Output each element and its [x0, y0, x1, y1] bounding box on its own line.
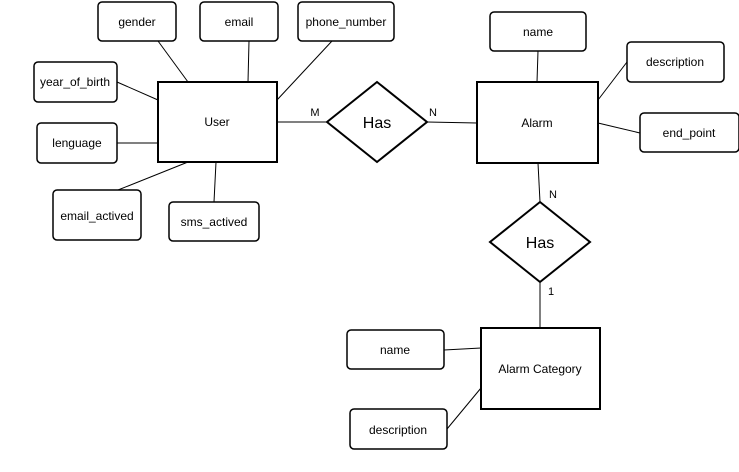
link-user-email-actived	[117, 161, 189, 191]
link-alarm-has	[537, 162, 541, 203]
attribute-phone-number: phone_number	[297, 1, 395, 42]
relationship-label: Has	[363, 115, 391, 132]
attribute-label: email	[225, 15, 254, 29]
attribute-alarm-description: description	[626, 41, 725, 83]
relationship-label: Has	[526, 235, 554, 252]
entity-label: User	[204, 115, 229, 129]
cardinality-1: 1	[548, 286, 554, 298]
link-alarm-end-point	[597, 122, 641, 134]
entity-label: Alarm	[521, 116, 552, 130]
relationship-alarm-has-category: Has	[488, 200, 592, 284]
cardinality-m: M	[310, 107, 319, 119]
entity-alarm: Alarm	[476, 81, 599, 164]
link-user-year-of-birth	[116, 81, 159, 101]
attribute-gender: gender	[97, 1, 177, 42]
connector-lines	[116, 40, 641, 430]
cardinality-n: N	[549, 189, 557, 201]
link-category-description	[446, 387, 482, 430]
attribute-label: name	[523, 25, 553, 39]
attribute-category-name: name	[346, 329, 445, 370]
attribute-email-actived: email_actived	[52, 189, 142, 241]
link-has-alarm	[426, 121, 478, 124]
attribute-label: name	[380, 343, 410, 357]
attribute-lenguage: lenguage	[36, 122, 118, 164]
attribute-label: email_actived	[60, 209, 133, 223]
attribute-alarm-name: name	[489, 11, 587, 52]
attribute-end-point: end_point	[639, 112, 739, 153]
attribute-category-description: description	[349, 408, 448, 450]
attribute-email: email	[199, 1, 279, 42]
link-user-email	[247, 40, 250, 83]
attribute-label: gender	[118, 15, 155, 29]
attribute-label: description	[369, 423, 427, 437]
attribute-label: description	[646, 55, 704, 69]
attribute-sms-actived: sms_actived	[168, 201, 260, 242]
link-alarm-name	[536, 50, 539, 83]
entity-alarm-category: Alarm Category	[480, 327, 601, 410]
attribute-label: sms_actived	[181, 215, 248, 229]
link-alarm-description	[597, 61, 628, 101]
link-user-sms-actived	[213, 161, 217, 203]
link-user-gender	[157, 40, 189, 83]
attribute-label: year_of_birth	[40, 75, 110, 89]
cardinality-n: N	[429, 107, 437, 119]
attribute-label: phone_number	[306, 15, 387, 29]
link-category-name	[443, 347, 482, 351]
attribute-year-of-birth: year_of_birth	[33, 61, 118, 103]
relationship-user-has-alarm: Has	[325, 80, 429, 164]
attribute-label: lenguage	[52, 136, 102, 150]
entity-label: Alarm Category	[498, 362, 581, 376]
attribute-label: end_point	[663, 126, 716, 140]
entity-user: User	[157, 81, 278, 163]
link-user-phone-number	[276, 40, 333, 101]
